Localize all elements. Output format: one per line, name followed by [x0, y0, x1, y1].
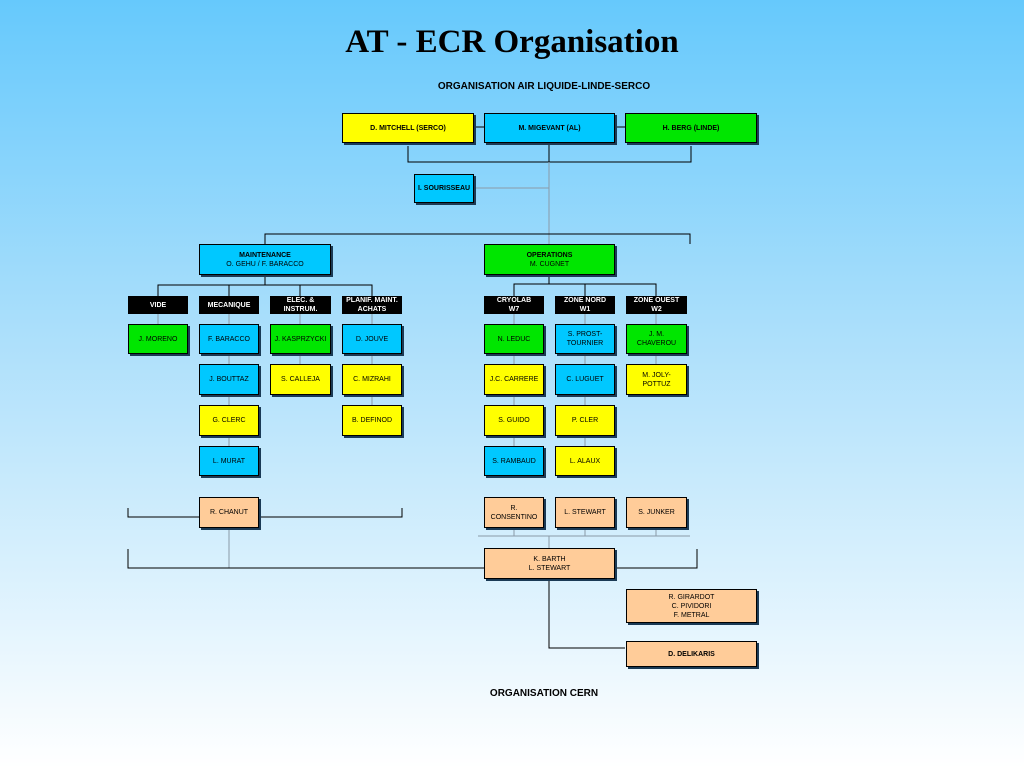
box-migevant[interactable]: M. MIGEVANT (AL): [484, 113, 615, 143]
box-berg[interactable]: H. BERG (LINDE): [625, 113, 757, 143]
member-carrere[interactable]: J.C. CARRERE: [484, 364, 544, 395]
member-moreno[interactable]: J. MORENO: [128, 324, 188, 354]
member-clerc[interactable]: G. CLERC: [199, 405, 259, 436]
member-chaverou[interactable]: J. M. CHAVEROU: [626, 324, 687, 354]
cern-consentino[interactable]: R. CONSENTINO: [484, 497, 544, 528]
org-subtitle: ORGANISATION AIR LIQUIDE-LINDE-SERCO: [437, 81, 651, 92]
cern-delikaris[interactable]: D. DELIKARIS: [626, 641, 757, 667]
header-planif-achats[interactable]: PLANIF. MAINT.ACHATS: [342, 296, 402, 314]
member-baracco[interactable]: F. BARACCO: [199, 324, 259, 354]
member-alaux[interactable]: L. ALAUX: [555, 446, 615, 476]
header-mecanique[interactable]: MECANIQUE: [199, 296, 259, 314]
header-vide[interactable]: VIDE: [128, 296, 188, 314]
header-elec-instrum[interactable]: ELEC. &INSTRUM.: [270, 296, 331, 314]
footer-cern: ORGANISATION CERN: [489, 688, 599, 699]
member-leduc[interactable]: N. LEDUC: [484, 324, 544, 354]
member-murat[interactable]: L. MURAT: [199, 446, 259, 476]
cern-junker[interactable]: S. JUNKER: [626, 497, 687, 528]
box-mitchell[interactable]: D. MITCHELL (SERCO): [342, 113, 474, 143]
member-calleja[interactable]: S. CALLEJA: [270, 364, 331, 395]
member-guido[interactable]: S. GUIDO: [484, 405, 544, 436]
box-sourisseau[interactable]: I. SOURISSEAU: [414, 174, 474, 203]
member-joly-pottuz[interactable]: M. JOLY-POTTUZ: [626, 364, 687, 395]
member-luguet[interactable]: C. LUGUET: [555, 364, 615, 395]
page-title: AT - ECR Organisation: [345, 24, 679, 60]
member-prost-tournier[interactable]: S. PROST-TOURNIER: [555, 324, 615, 354]
member-kasprzycki[interactable]: J. KASPRZYCKI: [270, 324, 331, 354]
member-mizrahi[interactable]: C. MIZRAHI: [342, 364, 402, 395]
member-rambaud[interactable]: S. RAMBAUD: [484, 446, 544, 476]
member-cler[interactable]: P. CLER: [555, 405, 615, 436]
member-bouttaz[interactable]: J. BOUTTAZ: [199, 364, 259, 395]
member-jouve[interactable]: D. JOUVE: [342, 324, 402, 354]
cern-chanut[interactable]: R. CHANUT: [199, 497, 259, 528]
member-definod[interactable]: B. DEFINOD: [342, 405, 402, 436]
cern-stewart[interactable]: L. STEWART: [555, 497, 615, 528]
